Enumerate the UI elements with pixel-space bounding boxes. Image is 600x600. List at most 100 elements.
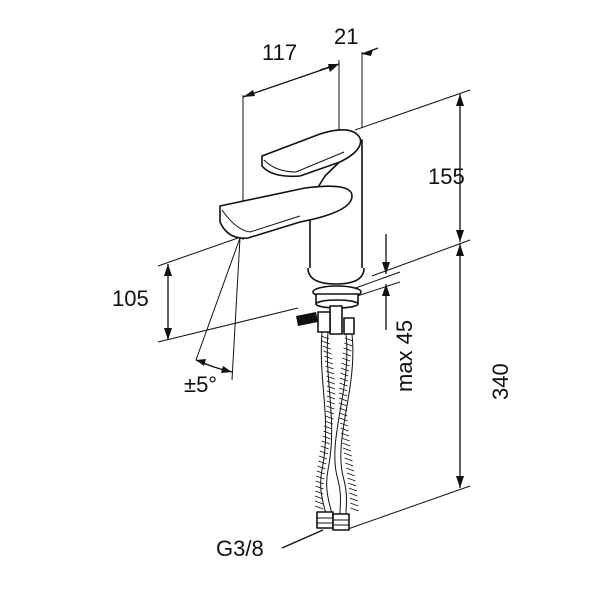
label-max-45: max 45 xyxy=(392,320,417,392)
hose-braid-stroke xyxy=(338,392,348,397)
hose-braid-stroke xyxy=(326,395,336,400)
arrow-155-bottom xyxy=(456,230,464,242)
hose-braid-stroke xyxy=(350,507,359,512)
hose-braid-stroke xyxy=(322,435,331,440)
hose-braid-stroke xyxy=(320,445,329,450)
arrow-21-right xyxy=(362,50,373,56)
label-117: 117 xyxy=(262,40,297,65)
hose-braid-stroke xyxy=(339,387,348,392)
hose-braid-stroke xyxy=(339,417,348,422)
hose-braid-stroke xyxy=(349,492,358,497)
hose-braid-stroke xyxy=(326,385,336,390)
hose-braid-stroke xyxy=(324,360,334,365)
hose-braid-stroke xyxy=(325,365,334,370)
hose-braid-stroke xyxy=(345,462,354,467)
faucet-base-ring xyxy=(307,267,365,285)
arrow-21-left xyxy=(328,64,339,70)
hose-braid-stroke xyxy=(339,422,349,427)
flexible-hoses xyxy=(314,331,359,531)
hose-braid-stroke xyxy=(321,440,330,445)
label-340: 340 xyxy=(488,363,513,400)
ext-line-top xyxy=(354,89,471,131)
ext-line-spout-outlet xyxy=(157,237,239,267)
hose-braid-stroke xyxy=(348,482,357,487)
hose-braid-stroke xyxy=(341,357,351,362)
hose-braid-stroke xyxy=(325,415,334,420)
hose-braid-stroke xyxy=(343,452,352,457)
arrow-105-top xyxy=(164,264,172,276)
hose-braid-stroke xyxy=(326,390,336,395)
angle-line-1 xyxy=(195,237,241,361)
hose-braid-stroke xyxy=(350,502,359,507)
fixing-tab xyxy=(296,312,318,326)
hose-braid-stroke xyxy=(340,367,349,372)
arrow-155-top xyxy=(456,94,464,106)
hose-braid-stroke xyxy=(321,340,331,345)
hose-braid-stroke xyxy=(340,372,349,377)
hose-braid-stroke xyxy=(338,397,348,402)
hose-top-connector-right xyxy=(343,317,355,335)
hose-braid-stroke xyxy=(347,477,356,482)
hose-braid-stroke xyxy=(324,420,333,425)
hose-braid-stroke xyxy=(349,497,359,502)
hose-braid-stroke xyxy=(341,437,350,442)
ext-line-deck-2 xyxy=(349,271,401,291)
leader-g38 xyxy=(281,529,324,549)
hose-braid-stroke xyxy=(315,490,324,495)
hose-braid-stroke xyxy=(323,425,333,430)
hose-braid-stroke xyxy=(320,335,330,340)
hose-right-outline-b xyxy=(340,333,354,515)
hose-braid-stroke xyxy=(339,407,348,412)
arrow-angle-left xyxy=(196,359,206,366)
hose-braid-stroke xyxy=(346,472,355,477)
hose-braid-stroke xyxy=(348,487,357,492)
hose-braid-stroke xyxy=(338,402,348,407)
arrow-45-bottom xyxy=(382,284,390,296)
hose-braid-stroke xyxy=(344,342,353,347)
hose-braid-stroke xyxy=(315,480,324,485)
arrow-340-top xyxy=(456,244,464,256)
handle-underside xyxy=(263,151,345,173)
hose-braid-stroke xyxy=(342,442,351,447)
hose-braid-stroke xyxy=(314,500,324,505)
hose-right-outline-a xyxy=(334,333,348,515)
fixing-rod xyxy=(329,305,343,335)
hose-braid-stroke xyxy=(326,400,335,405)
hose-braid-stroke xyxy=(323,430,332,435)
label-g38: G3/8 xyxy=(216,536,264,561)
hose-braid-stroke xyxy=(325,410,335,415)
hose-braid-stroke xyxy=(342,447,352,452)
hose-braid-stroke xyxy=(326,405,335,410)
hose-braid-stroke xyxy=(318,455,328,460)
hose-braid-stroke xyxy=(316,470,326,475)
hose-braid-stroke xyxy=(318,460,327,465)
faucet-spout xyxy=(219,185,353,239)
hose-braid-stroke xyxy=(342,352,351,357)
hose-braid-stroke xyxy=(326,375,335,380)
hose-braid-stroke xyxy=(322,345,331,350)
dimension-lines xyxy=(164,47,464,549)
hose-braid xyxy=(314,335,359,512)
arrow-340-bottom xyxy=(456,476,464,488)
arrow-45-top xyxy=(382,262,390,274)
hose-braid-stroke xyxy=(314,505,324,510)
hose-braid-stroke xyxy=(324,355,333,360)
hose-braid-stroke xyxy=(319,450,329,455)
extension-lines xyxy=(157,52,471,531)
label-155: 155 xyxy=(428,164,465,189)
hose-braid-stroke xyxy=(326,380,335,385)
hose-braid-stroke xyxy=(316,475,325,480)
arrow-117-left xyxy=(243,90,255,97)
label-105: 105 xyxy=(112,286,149,311)
arrow-angle-right xyxy=(221,366,232,373)
dimension-labels: 117 21 155 105 ±5° max 45 340 G3/8 xyxy=(112,24,513,561)
faucet xyxy=(219,129,365,335)
hose-braid-stroke xyxy=(314,495,324,500)
hose-braid-stroke xyxy=(325,370,335,375)
hose-braid-stroke xyxy=(339,377,349,382)
hose-bottom-nut-left xyxy=(316,511,334,529)
ext-line-hose-end xyxy=(344,485,471,531)
angle-line-2 xyxy=(231,237,241,381)
label-21: 21 xyxy=(334,24,358,49)
